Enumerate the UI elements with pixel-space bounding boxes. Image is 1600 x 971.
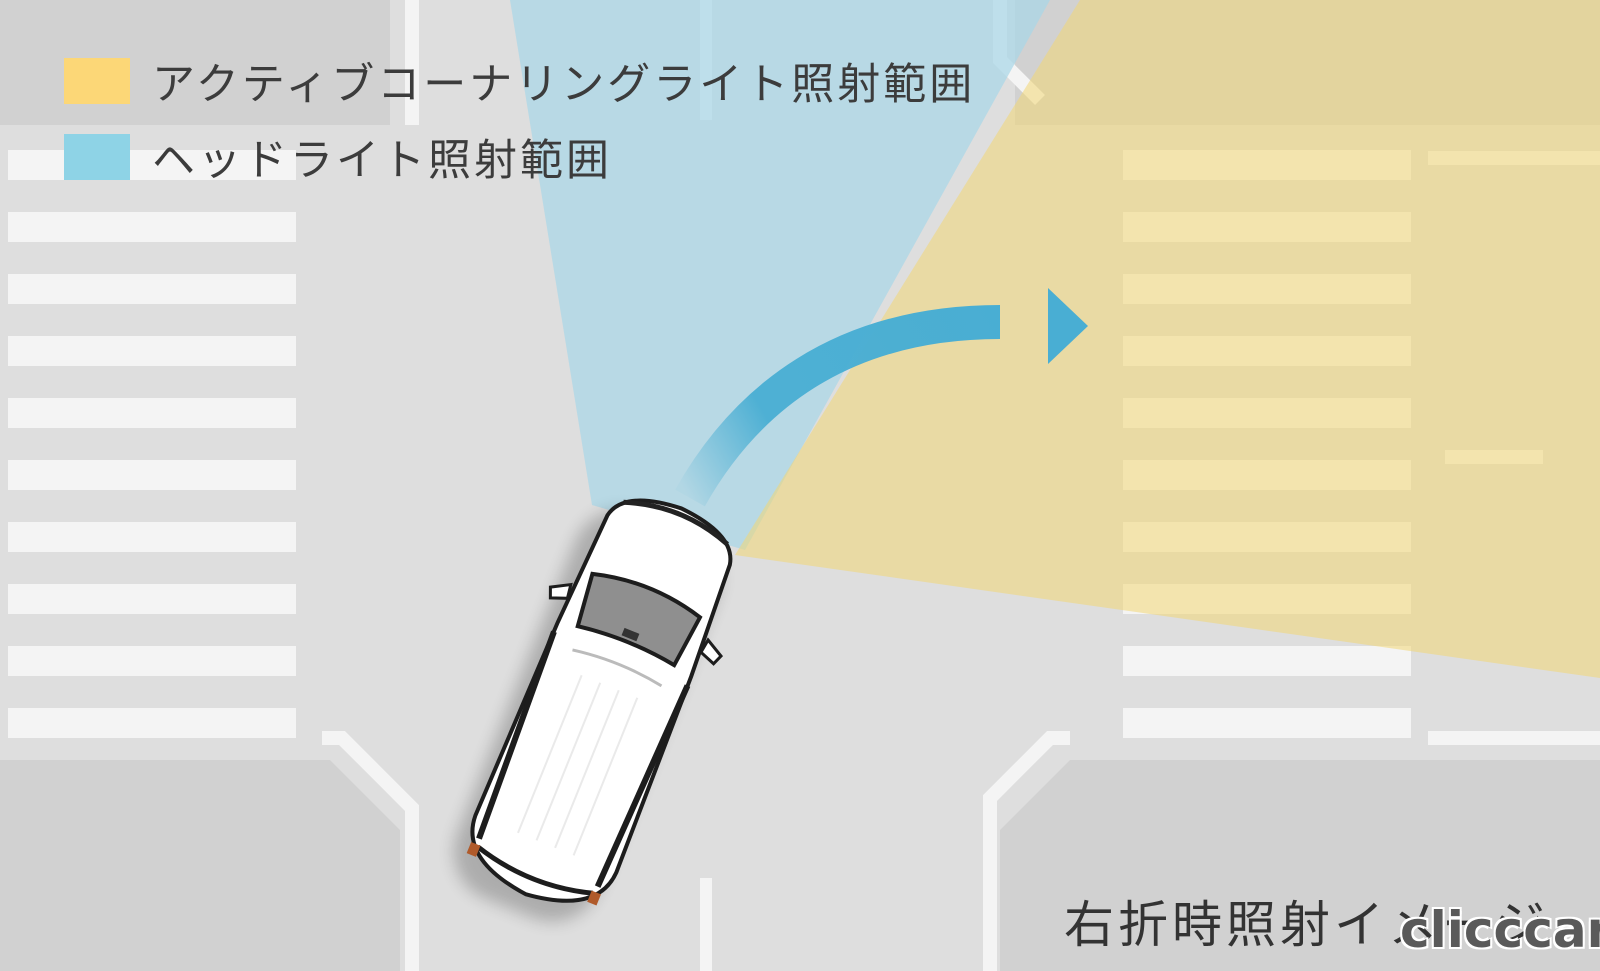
cornering-light-label: アクティブコーナリングライト照射範囲 bbox=[152, 60, 976, 110]
legend-item-headlight: ヘッドライト照射範囲 bbox=[64, 134, 612, 186]
sidewalk-bottom-right bbox=[1000, 760, 1600, 971]
turn-arrow-shaft bbox=[675, 305, 1001, 507]
crosswalk-left bbox=[8, 150, 296, 738]
caption-right-turn-illumination: 右折時照射イメージ bbox=[1064, 896, 1549, 954]
car-top-view bbox=[453, 498, 733, 922]
cornering-light-beam bbox=[735, 0, 1600, 678]
headlight-beam bbox=[510, 0, 1050, 550]
headlight-label: ヘッドライト照射範囲 bbox=[152, 136, 612, 186]
sidewalk-bottom-left bbox=[0, 760, 400, 971]
clicccar-logo: clicccar bbox=[1400, 901, 1600, 959]
cornering-light-swatch bbox=[64, 58, 130, 104]
legend-item-cornering-light: アクティブコーナリングライト照射範囲 bbox=[64, 58, 975, 110]
turn-arrow-head bbox=[1048, 288, 1088, 364]
headlight-swatch bbox=[64, 134, 130, 180]
